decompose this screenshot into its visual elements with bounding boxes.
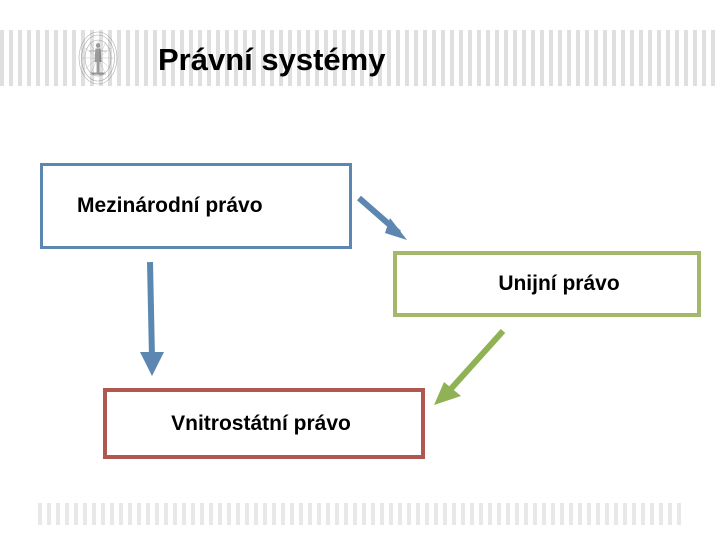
university-seal-icon (76, 29, 120, 87)
arrow-international-to-national (140, 261, 164, 376)
footer-texture-band (38, 503, 682, 525)
diagram-node-international-law[interactable]: Mezinárodní právo (40, 163, 352, 249)
arrow-international-to-union (357, 195, 407, 240)
header-texture-band (0, 30, 720, 86)
diagram-node-label: Unijní právo (498, 272, 620, 295)
diagram-node-label: Vnitrostátní právo (171, 411, 351, 435)
arrow-union-to-national (434, 328, 506, 405)
diagram-node-national-law[interactable]: Vnitrostátní právo (103, 388, 425, 459)
diagram-node-label: Mezinárodní právo (77, 194, 263, 217)
page-title: Právní systémy (158, 42, 386, 77)
diagram-node-union-law[interactable]: Unijní právo (393, 251, 701, 317)
